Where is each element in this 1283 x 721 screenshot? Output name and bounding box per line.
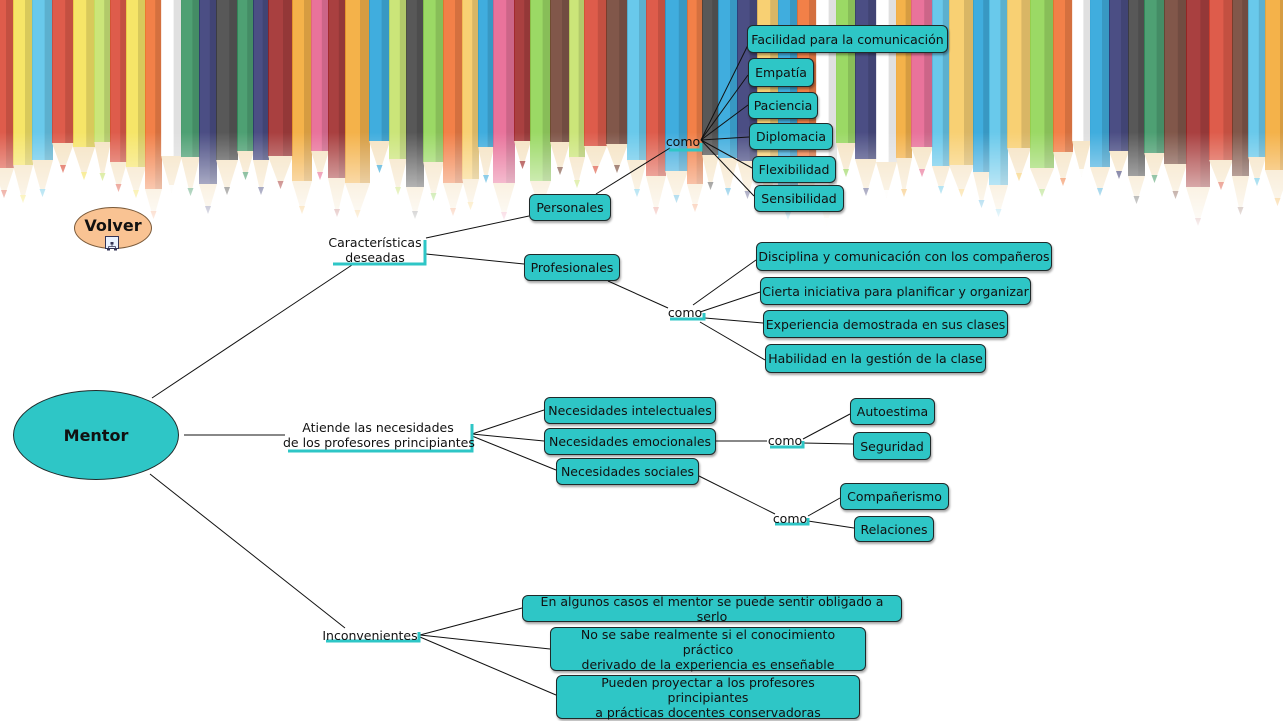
mentor-label: Mentor (63, 425, 129, 445)
concept-social-item[interactable]: Compañerismo (840, 483, 949, 510)
concept-professional-item[interactable]: Experiencia demostrada en sus clases (763, 310, 1008, 338)
concept-inconveniente[interactable]: Pueden proyectar a los profesores princi… (556, 674, 860, 720)
concept-necesidad[interactable]: Necesidades intelectuales (544, 397, 716, 424)
phrase-line: deseadas (345, 250, 405, 265)
volver-label: Volver (84, 216, 142, 235)
concept-personal-item[interactable]: Diplomacia (749, 123, 833, 150)
volver-button[interactable]: Volver (74, 207, 152, 249)
concept-line: No se sabe realmente si el conocimiento … (580, 626, 836, 657)
mentor-root-node[interactable]: Mentor (13, 390, 179, 480)
concept-necesidad[interactable]: Necesidades emocionales (544, 428, 716, 455)
concept-emocional-item[interactable]: Autoestima (850, 398, 935, 425)
concept-personal-item[interactable]: Flexibilidad (752, 156, 836, 183)
concept-inconveniente[interactable]: No se sabe realmente si el conocimiento … (550, 626, 866, 672)
concept-line: a prácticas docentes conservadoras (595, 704, 821, 720)
phrase-como-personales: como (665, 134, 701, 149)
phrase-como-profesionales: como (667, 305, 703, 320)
colored-pencils-banner (0, 0, 1283, 240)
phrase-como-emocionales: como (767, 433, 803, 448)
phrase-atiende-necesidades: Atiende las necesidades de los profesore… (283, 420, 475, 450)
banner-fade (0, 0, 1283, 240)
concept-line: En algunos casos el mentor se puede sent… (540, 593, 884, 624)
concept-emocional-item[interactable]: Seguridad (853, 432, 931, 460)
hierarchy-icon (107, 242, 117, 251)
phrase-line: Inconvenientes (322, 628, 418, 643)
concept-profesionales[interactable]: Profesionales (524, 254, 620, 281)
concept-personal-item[interactable]: Paciencia (748, 92, 818, 119)
phrase-como-sociales: como (772, 511, 808, 526)
concept-map-link-icon[interactable] (105, 236, 119, 251)
phrase-line: Atiende las necesidades (302, 420, 454, 435)
phrase-inconvenientes: Inconvenientes (322, 628, 418, 643)
concept-personal-item[interactable]: Sensibilidad (754, 185, 844, 212)
concept-professional-item[interactable]: Cierta iniciativa para planificar y orga… (760, 277, 1031, 305)
concept-line: Pueden proyectar a los profesores princi… (601, 674, 815, 705)
concept-social-item[interactable]: Relaciones (854, 516, 934, 542)
concept-inconveniente[interactable]: En algunos casos el mentor se puede sent… (522, 593, 902, 624)
concept-personal-item[interactable]: Facilidad para la comunicación (747, 25, 948, 53)
concept-professional-item[interactable]: Habilidad en la gestión de la clase (765, 344, 986, 373)
phrase-caracteristicas-deseadas: Características deseadas (328, 235, 422, 265)
phrase-line: Características (328, 235, 422, 250)
concept-line: derivado de la experiencia es enseñable (581, 656, 835, 672)
phrase-line: de los profesores principiantes (283, 435, 475, 450)
concept-personales[interactable]: Personales (529, 194, 611, 221)
concept-personal-item[interactable]: Empatía (748, 58, 814, 87)
concept-professional-item[interactable]: Disciplina y comunicación con los compañ… (756, 242, 1052, 271)
concept-necesidad[interactable]: Necesidades sociales (556, 458, 699, 485)
